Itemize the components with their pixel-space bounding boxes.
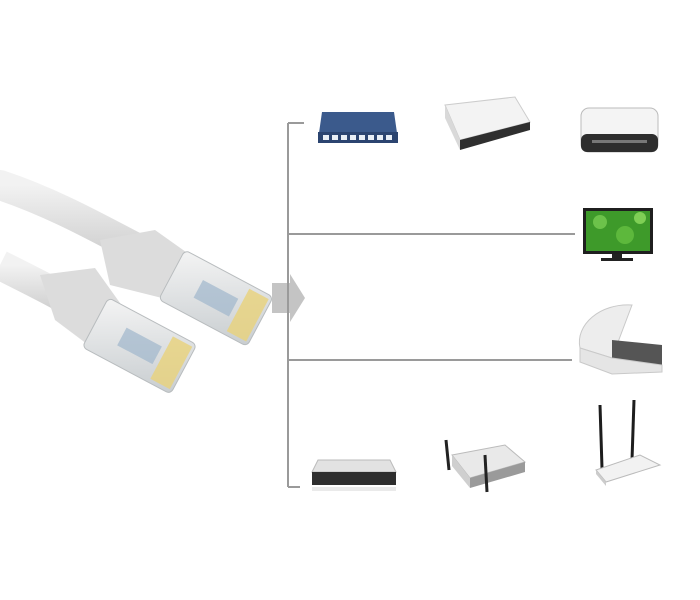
- hub-icon: [580, 107, 659, 153]
- network-switch-icon: [318, 112, 398, 143]
- connector-lines: [287, 122, 575, 488]
- ethernet-cable-icon: [0, 170, 272, 393]
- set-top-box-icon: [311, 459, 397, 491]
- wifi-router-icon: [444, 439, 527, 493]
- dual-antenna-router-icon: [595, 399, 662, 486]
- laptop-icon: [578, 304, 663, 375]
- desktop-switch-icon: [444, 96, 531, 150]
- tv-icon: [583, 208, 653, 261]
